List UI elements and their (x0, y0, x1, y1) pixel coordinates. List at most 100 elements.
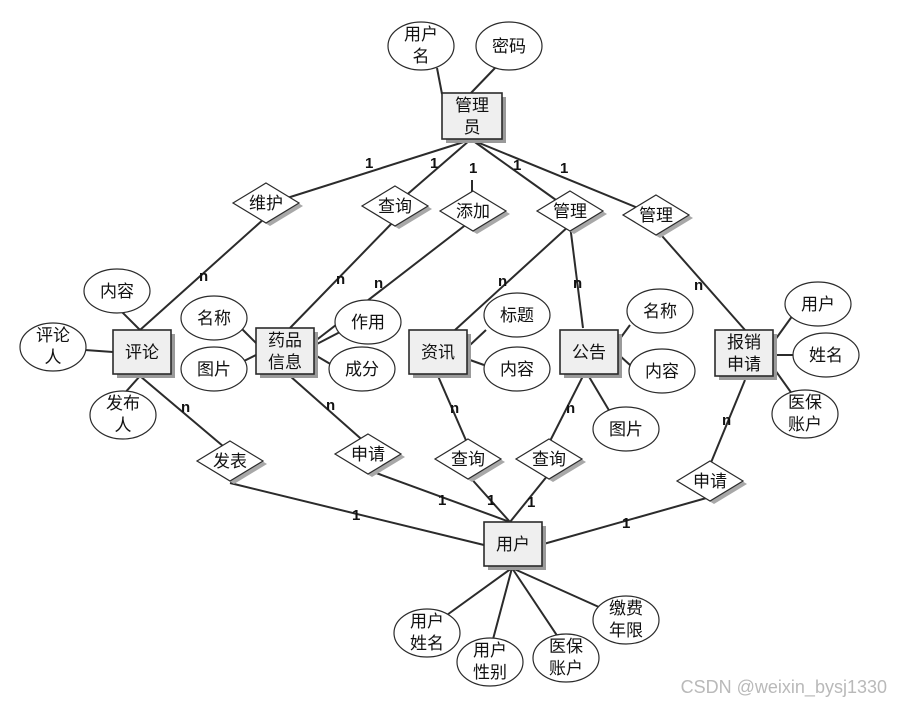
attribute-news-content: 内容 (483, 346, 551, 392)
cardinality-manage-news: n (498, 273, 507, 290)
entity-drug: 药品 信息 (255, 327, 318, 378)
cardinality-drug-apply: n (326, 397, 335, 414)
entity-comment-label: 评论 (125, 343, 159, 363)
svg-text:内容: 内容 (100, 282, 134, 302)
svg-text:申请: 申请 (351, 445, 385, 465)
svg-text:用户: 用户 (410, 612, 444, 632)
svg-text:图片: 图片 (609, 420, 643, 440)
attribute-user-name: 用户 姓名 (393, 608, 461, 658)
attribute-claim-account: 医保 账户 (771, 389, 839, 439)
svg-text:发布: 发布 (106, 394, 140, 414)
svg-text:姓名: 姓名 (410, 634, 444, 654)
relationship-apply-claim: 申请 (675, 460, 747, 504)
attribute-admin-password: 密码 (475, 21, 543, 71)
relationship-query-news: 查询 (433, 438, 505, 482)
attribute-claim-name: 姓名 (792, 332, 860, 378)
svg-text:申请: 申请 (693, 472, 727, 492)
relationship-manage-news: 管理 (535, 190, 607, 234)
attribute-claim-user: 用户 (784, 281, 852, 327)
entity-news-label: 资讯 (421, 343, 455, 363)
relationship-add: 添加 (438, 190, 510, 234)
attribute-notice-content: 内容 (628, 348, 696, 394)
cardinality-publish-user: 1 (352, 507, 360, 524)
attribute-user-account: 医保 账户 (532, 633, 600, 683)
cardinality-claim-user: 1 (622, 515, 630, 532)
cardinality-news-query: n (450, 400, 459, 417)
svg-text:用户: 用户 (801, 295, 835, 315)
cardinality-maintain-comment: n (199, 268, 208, 285)
entity-comment: 评论 (112, 329, 175, 378)
svg-text:缴费: 缴费 (609, 599, 643, 619)
entity-claim-label-line1: 报销 (727, 333, 761, 353)
watermark: CSDN @weixin_bysj1330 (680, 677, 887, 697)
svg-text:账户: 账户 (788, 415, 822, 435)
attribute-notice-image: 图片 (592, 406, 660, 452)
entity-news: 资讯 (408, 329, 471, 378)
svg-text:标题: 标题 (500, 306, 534, 326)
relationship-manage-claim: 管理 (621, 194, 693, 238)
svg-text:添加: 添加 (456, 202, 490, 222)
svg-text:查询: 查询 (451, 450, 485, 470)
cardinality-admin-manage-news: 1 (513, 157, 521, 174)
svg-text:评论: 评论 (36, 326, 70, 346)
svg-text:用户: 用户 (473, 641, 507, 661)
cardinality-admin-maintain: 1 (365, 155, 373, 172)
cardinality-add-drug: n (374, 275, 383, 292)
attribute-admin-username: 用户 名 (387, 21, 455, 71)
cardinality-claim-apply: n (722, 412, 731, 429)
entity-claim-label-line2: 申请 (727, 355, 761, 375)
entity-notice-label: 公告 (572, 343, 606, 363)
svg-text:查询: 查询 (378, 197, 412, 217)
svg-text:维护: 维护 (249, 194, 283, 214)
attribute-drug-ingredient: 成分 (328, 346, 396, 392)
relationship-admin-query: 查询 (360, 185, 432, 229)
cardinality-admin-manage-claim: 1 (560, 160, 568, 177)
svg-text:年限: 年限 (609, 621, 643, 641)
svg-text:姓名: 姓名 (809, 346, 843, 366)
cardinality-comment-publish: n (181, 399, 190, 416)
svg-text:医保: 医保 (788, 393, 822, 413)
entity-admin-label-line2: 员 (464, 118, 481, 138)
svg-text:密码: 密码 (492, 37, 526, 57)
svg-text:内容: 内容 (500, 360, 534, 380)
svg-text:查询: 查询 (532, 450, 566, 470)
cardinality-manage-claim: n (694, 277, 703, 294)
entity-admin: 管理 员 (441, 92, 506, 143)
svg-text:医保: 医保 (549, 637, 583, 657)
svg-text:人: 人 (45, 348, 62, 368)
attribute-notice-name: 名称 (626, 288, 694, 334)
svg-text:管理: 管理 (639, 206, 673, 226)
entity-user-label: 用户 (496, 535, 530, 555)
entity-notice: 公告 (559, 329, 622, 378)
attribute-comment-reviewer: 评论 人 (19, 322, 87, 372)
entity-admin-label-line1: 管理 (455, 96, 489, 116)
entity-claim: 报销 申请 (714, 329, 777, 380)
relationship-apply-drug: 申请 (333, 433, 405, 477)
svg-text:名称: 名称 (643, 302, 677, 322)
attribute-news-title: 标题 (483, 292, 551, 338)
attribute-comment-content: 内容 (83, 268, 151, 314)
svg-text:成分: 成分 (345, 360, 379, 380)
relationship-query-notice: 查询 (514, 438, 586, 482)
relationship-publish: 发表 (195, 440, 267, 484)
attribute-comment-publisher: 发布 人 (89, 390, 157, 440)
cardinality-admin-query: 1 (430, 155, 438, 172)
cardinality-query-news-user: 1 (487, 492, 495, 509)
relationship-maintain: 维护 (231, 182, 303, 226)
attribute-drug-name: 名称 (180, 295, 248, 341)
cardinality-notice-query: n (566, 400, 575, 417)
svg-text:发表: 发表 (213, 452, 247, 472)
svg-text:作用: 作用 (351, 313, 385, 333)
svg-text:图片: 图片 (197, 360, 231, 380)
entity-user: 用户 (483, 521, 546, 570)
cardinality-apply-user: 1 (438, 492, 446, 509)
cardinality-query-drug: n (336, 271, 345, 288)
svg-text:人: 人 (115, 416, 132, 436)
attribute-user-gender: 用户 性别 (456, 637, 524, 687)
attribute-drug-effect: 作用 (334, 299, 402, 345)
attribute-drug-image: 图片 (180, 346, 248, 392)
entity-drug-label-line2: 信息 (268, 353, 302, 373)
svg-text:用户: 用户 (404, 25, 438, 45)
svg-text:名称: 名称 (197, 309, 231, 329)
